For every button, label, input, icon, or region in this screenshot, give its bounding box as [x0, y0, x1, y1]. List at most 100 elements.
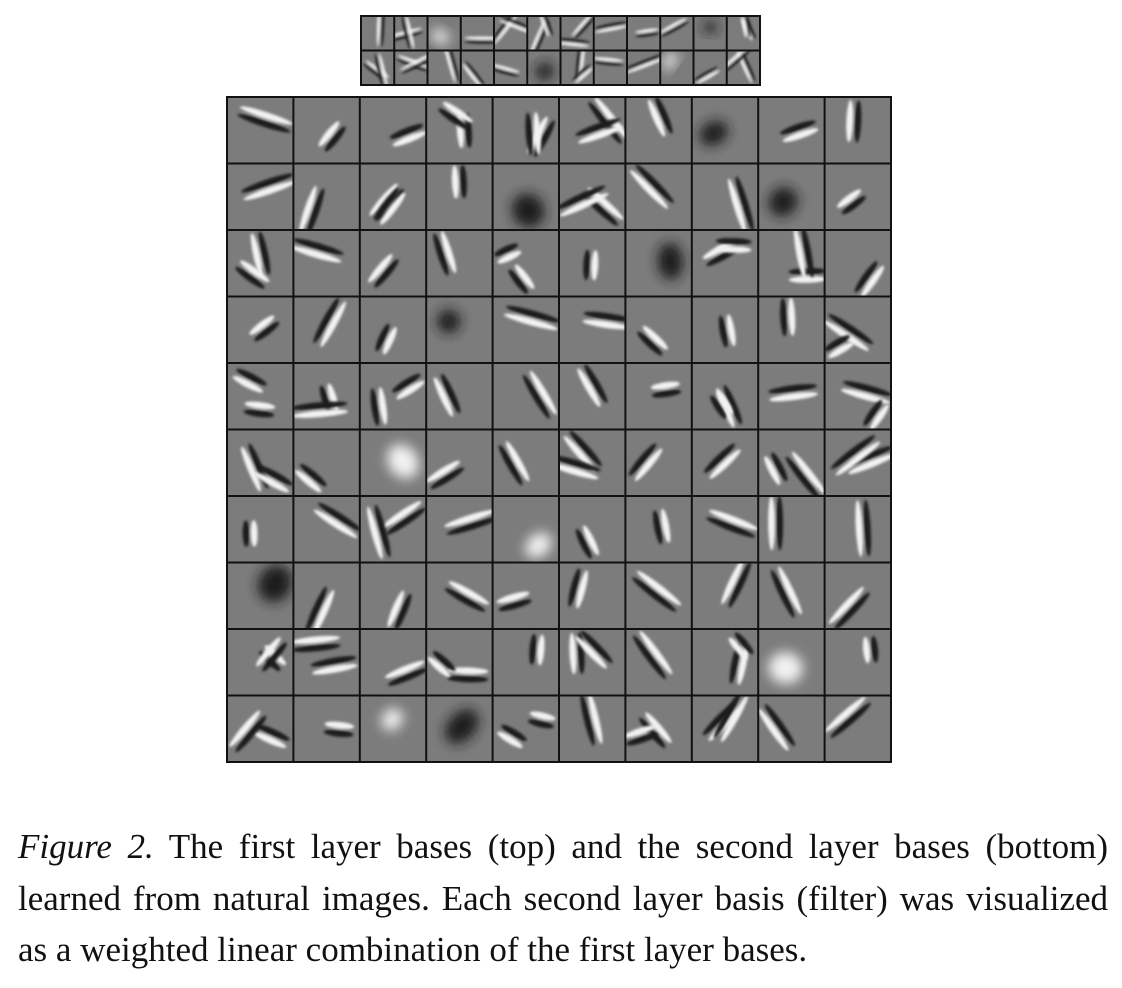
- second-layer-basis-r7-c7: [626, 497, 691, 562]
- second-layer-basis-r9-c3: [360, 630, 426, 695]
- second-layer-basis-r5-c10: [825, 364, 890, 429]
- first-layer-basis-r1-c4: [461, 17, 493, 50]
- second-layer-basis-r10-c10: [825, 696, 890, 761]
- second-layer-basis-r7-c9: [759, 497, 824, 562]
- second-layer-basis-r5-c5: [493, 364, 558, 429]
- second-layer-basis-r3-c8: [692, 231, 758, 296]
- second-layer-basis-r10-c9: [759, 696, 824, 761]
- second-layer-basis-r9-c9: [759, 630, 824, 695]
- second-layer-basis-r2-c9: [759, 164, 824, 229]
- second-layer-basis-r5-c2: [294, 364, 359, 429]
- second-layer-basis-r2-c7: [626, 164, 691, 229]
- second-layer-basis-r10-c2: [294, 696, 359, 761]
- second-layer-basis-r10-c3: [360, 696, 426, 761]
- second-layer-basis-r10-c5: [493, 696, 558, 761]
- second-layer-basis-r9-c6: [560, 630, 625, 695]
- second-layer-basis-r3-c3: [360, 231, 426, 296]
- second-layer-basis-r8-c4: [427, 563, 492, 628]
- second-layer-basis-r8-c2: [294, 563, 359, 628]
- first-layer-basis-r1-c8: [594, 17, 626, 50]
- second-layer-basis-r1-c8: [692, 98, 758, 163]
- second-layer-basis-r7-c1: [228, 497, 293, 562]
- second-layer-basis-r7-c8: [692, 497, 758, 562]
- second-layer-basis-r8-c10: [825, 563, 890, 628]
- first-layer-basis-r2-c7: [561, 51, 593, 84]
- second-layer-basis-r4-c10: [825, 297, 890, 362]
- second-layer-basis-r6-c8: [692, 430, 758, 495]
- second-layer-basis-r4-c6: [560, 297, 625, 362]
- first-layer-basis-r1-c12: [727, 17, 759, 50]
- figure-label: Figure 2.: [18, 827, 154, 866]
- second-layer-basis-r1-c3: [360, 98, 426, 163]
- second-layer-basis-r8-c6: [560, 563, 625, 628]
- first-layer-basis-r2-c1: [362, 51, 394, 84]
- first-layer-basis-r1-c11: [694, 17, 726, 50]
- first-layer-basis-r1-c9: [628, 17, 660, 50]
- second-layer-basis-r3-c10: [825, 231, 890, 296]
- second-layer-basis-r6-c9: [759, 430, 824, 495]
- first-layer-basis-r1-c1: [362, 17, 394, 50]
- second-layer-basis-r4-c5: [493, 297, 559, 362]
- second-layer-basis-r3-c4: [427, 231, 492, 296]
- first-layer-basis-r2-c9: [628, 51, 660, 84]
- second-layer-basis-r10-c6: [560, 696, 625, 761]
- second-layer-basis-r5-c7: [626, 364, 691, 429]
- second-layer-basis-r2-c3: [360, 164, 426, 229]
- second-layer-basis-r1-c10: [825, 98, 890, 163]
- second-layer-basis-r10-c1: [228, 696, 293, 761]
- second-layer-basis-r7-c5: [493, 497, 558, 562]
- second-layer-basis-r7-c6: [560, 497, 625, 562]
- second-layer-basis-r6-c6: [560, 430, 625, 495]
- second-layer-basis-r5-c8: [692, 364, 758, 429]
- second-layer-basis-r5-c4: [427, 364, 492, 429]
- first-layer-basis-r1-c3: [428, 17, 460, 50]
- first-layer-bases-image: [362, 17, 759, 84]
- second-layer-basis-r8-c8: [692, 563, 758, 628]
- first-layer-basis-r1-c10: [661, 17, 693, 50]
- second-layer-basis-r9-c8: [692, 630, 758, 695]
- second-layer-basis-r3-c2: [294, 231, 359, 296]
- second-layer-basis-r7-c3: [360, 497, 426, 562]
- second-layer-basis-r5-c6: [560, 364, 625, 429]
- figure-caption-text: The first layer bases (top) and the seco…: [18, 827, 1108, 969]
- second-layer-basis-r7-c4: [427, 497, 492, 562]
- second-layer-basis-r9-c1: [228, 630, 293, 695]
- first-layer-basis-r2-c8: [594, 51, 626, 84]
- second-layer-basis-r8-c3: [360, 563, 426, 628]
- second-layer-bases-image: [228, 98, 890, 761]
- second-layer-basis-r2-c8: [692, 164, 758, 229]
- second-layer-basis-r5-c1: [228, 364, 293, 429]
- first-layer-basis-r2-c2: [395, 51, 427, 84]
- first-layer-basis-r2-c11: [694, 51, 726, 84]
- second-layer-basis-r6-c7: [626, 430, 691, 495]
- second-layer-basis-r3-c9: [759, 231, 824, 296]
- first-layer-basis-r2-c4: [461, 51, 493, 84]
- second-layer-basis-r6-c3: [360, 430, 426, 495]
- second-layer-basis-r3-c1: [228, 231, 293, 296]
- second-layer-basis-r7-c2: [294, 497, 359, 562]
- second-layer-basis-r4-c8: [692, 297, 758, 362]
- second-layer-basis-r1-c7: [626, 98, 691, 163]
- second-layer-basis-r10-c8: [692, 696, 758, 761]
- second-layer-basis-r8-c9: [759, 563, 824, 628]
- second-layer-basis-r9-c4: [427, 630, 492, 695]
- first-layer-basis-r2-c10: [661, 51, 693, 84]
- second-layer-basis-r4-c3: [360, 297, 426, 362]
- second-layer-basis-r1-c4: [427, 98, 492, 163]
- first-layer-basis-r1-c7: [561, 17, 593, 50]
- second-layer-basis-r2-c2: [294, 164, 359, 229]
- first-layer-basis-r1-c6: [528, 17, 560, 50]
- second-layer-basis-r10-c7: [626, 696, 691, 761]
- second-layer-basis-r1-c2: [294, 98, 359, 163]
- second-layer-basis-r1-c1: [228, 98, 293, 163]
- second-layer-basis-r1-c9: [759, 98, 824, 163]
- second-layer-basis-r2-c4: [427, 164, 492, 229]
- second-layer-basis-r6-c10: [825, 430, 890, 495]
- second-layer-basis-r6-c4: [427, 430, 492, 495]
- first-layer-bases-grid: [360, 15, 761, 86]
- second-layer-basis-r1-c5: [493, 98, 558, 163]
- first-layer-basis-r1-c5: [495, 17, 527, 50]
- first-layer-basis-r2-c6: [528, 51, 560, 84]
- second-layer-basis-r4-c7: [626, 297, 691, 362]
- first-layer-basis-r2-c12: [727, 51, 759, 84]
